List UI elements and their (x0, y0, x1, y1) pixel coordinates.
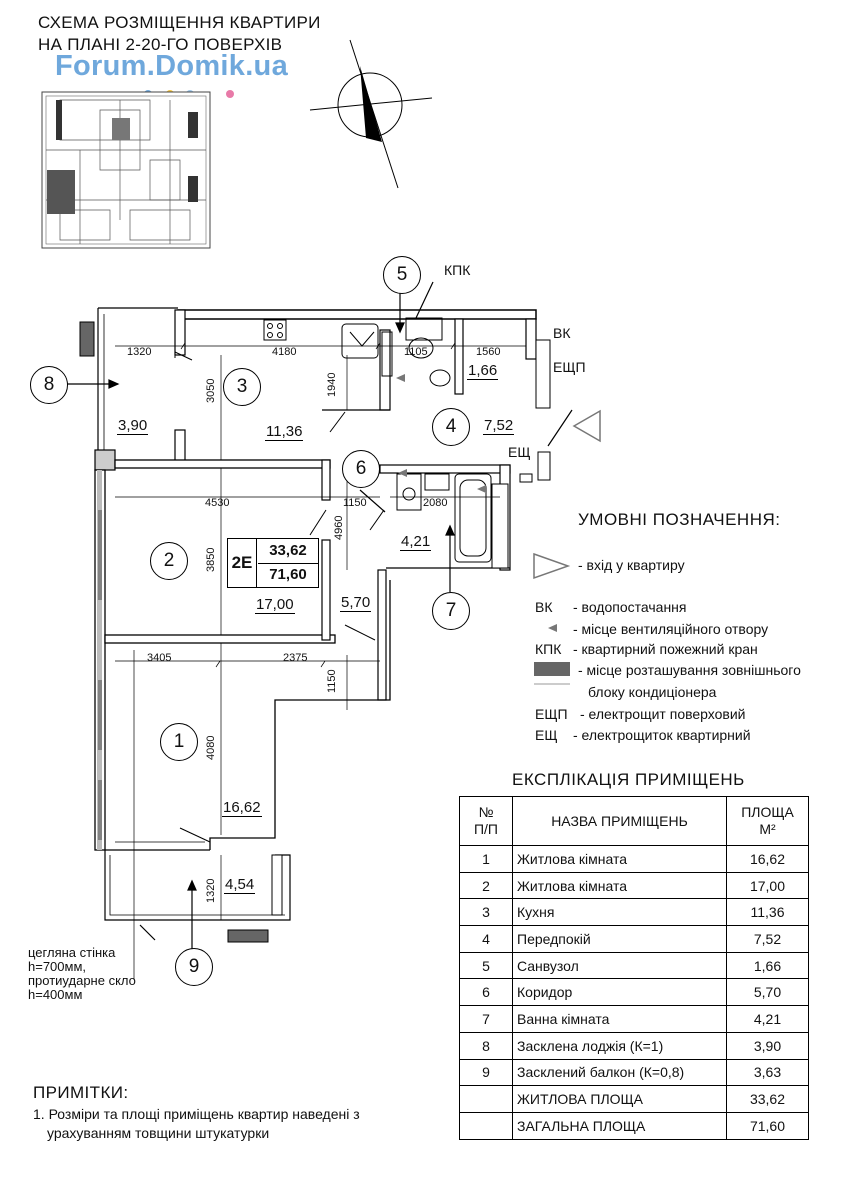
legend-eshp-text: - електрощит поверховий (580, 706, 746, 722)
notes-text: 1. Розміри та площі приміщень квартир на… (33, 1105, 433, 1143)
room-marker-2: 2 (150, 542, 188, 580)
dim-3850: 3850 (205, 547, 217, 572)
title-line-2: НА ПЛАНІ 2-20-ГО ПОВЕРХІВ (38, 35, 283, 54)
dim-4530: 4530 (205, 497, 230, 509)
wall-note-line-1: цегляна стінка (28, 945, 116, 960)
plan-title: СХЕМА РОЗМІЩЕННЯ КВАРТИРИ НА ПЛАНІ 2-20-… (38, 12, 321, 56)
dim-4180: 4180 (272, 346, 297, 358)
wall-note: цегляна стінка h=700мм, протиударне скло… (28, 946, 136, 1002)
apartment-living-area: 33,62 (258, 539, 318, 564)
legend-vent: - місце вентиляційного отвору (573, 621, 769, 637)
legend-title: УМОВНІ ПОЗНАЧЕННЯ: (578, 510, 781, 529)
legend-vk-text: - водопостачання (573, 599, 687, 615)
room-area-1: 16,62 (222, 799, 262, 817)
legend-ac-line-1: - місце розташування зовнішнього (578, 662, 801, 678)
dim-2080: 2080 (423, 497, 448, 509)
apartment-total-area: 71,60 (269, 566, 307, 583)
entrance-marker (572, 409, 601, 443)
dim-1940: 1940 (326, 372, 338, 397)
wall-note-line-4: h=400мм (28, 987, 83, 1002)
dimension-lines (115, 342, 526, 980)
legend-entrance: - вхід у квартиру (578, 557, 685, 573)
note-line-1: 1. Розміри та площі приміщень квартир на… (33, 1106, 360, 1122)
dim-4080: 4080 (205, 735, 217, 760)
dim-1150-mid: 1150 (343, 497, 367, 509)
room-marker-4: 4 (432, 408, 470, 446)
dim-1150-low: 1150 (326, 669, 338, 693)
legend-eshp-key: ЕЩП (535, 706, 568, 722)
label-kpk: КПК (444, 262, 471, 278)
dim-3050: 3050 (205, 378, 217, 403)
room-area-7: 4,21 (400, 533, 432, 551)
explication-title: ЕКСПЛІКАЦІЯ ПРИМІЩЕНЬ (512, 770, 745, 789)
room-marker-1: 1 (160, 723, 198, 761)
room-marker-7: 7 (432, 592, 470, 630)
dim-1105: 1105 (404, 346, 428, 358)
notes-title: ПРИМІТКИ: (33, 1083, 129, 1102)
pointers (67, 281, 573, 950)
legend-esh-text: - електрощиток квартирний (573, 727, 751, 743)
walls (79, 307, 551, 943)
note-line-2: урахуванням товщини штукатурки (47, 1125, 270, 1141)
room-marker-8: 8 (30, 366, 68, 404)
watermark: Forum.Domik.ua (55, 50, 288, 82)
legend-ac-line-2: блоку кондиціонера (588, 684, 717, 700)
room-marker-5: 5 (383, 256, 421, 294)
label-vk: ВК (553, 325, 571, 341)
dim-1320-low: 1320 (205, 878, 217, 903)
legend-kpk-text: - квартирний пожежний кран (573, 641, 758, 657)
room-marker-9: 9 (175, 948, 213, 986)
room-area-2: 17,00 (255, 596, 295, 614)
room-area-5: 1,66 (467, 362, 499, 380)
room-marker-3: 3 (223, 368, 261, 406)
dim-4960: 4960 (333, 515, 345, 540)
north-compass (309, 39, 433, 189)
wall-note-line-2: h=700мм, (28, 959, 86, 974)
dim-1320-top: 1320 (127, 346, 152, 358)
key-plan-thumbnail (41, 91, 211, 249)
legend-symbols (533, 552, 571, 685)
legend-esh-key: ЕЩ (535, 727, 558, 743)
label-esh: ЕЩ (508, 444, 531, 460)
room-area-9: 4,54 (224, 876, 256, 894)
title-line-1: СХЕМА РОЗМІЩЕННЯ КВАРТИРИ (38, 13, 321, 32)
header-name: НАЗВА ПРИМІЩЕНЬ (512, 796, 727, 846)
dim-2375: 2375 (283, 652, 308, 664)
dim-1560: 1560 (476, 346, 501, 358)
room-marker-6: 6 (342, 450, 380, 488)
room-area-4: 7,52 (483, 417, 515, 435)
room-area-3: 11,36 (265, 423, 304, 441)
apartment-type-box: 2Е 33,62 71,60 (227, 538, 319, 588)
apartment-type: 2Е (228, 539, 257, 587)
fixtures (174, 317, 492, 843)
wall-note-line-3: протиударне скло (28, 973, 136, 988)
dim-3405: 3405 (147, 652, 172, 664)
room-area-6: 5,70 (340, 594, 372, 612)
label-eshp: ЕЩП (553, 359, 586, 375)
legend-kpk-key: КПК (535, 641, 562, 657)
room-area-8: 3,90 (117, 417, 149, 435)
legend-vk-key: ВК (535, 599, 553, 615)
